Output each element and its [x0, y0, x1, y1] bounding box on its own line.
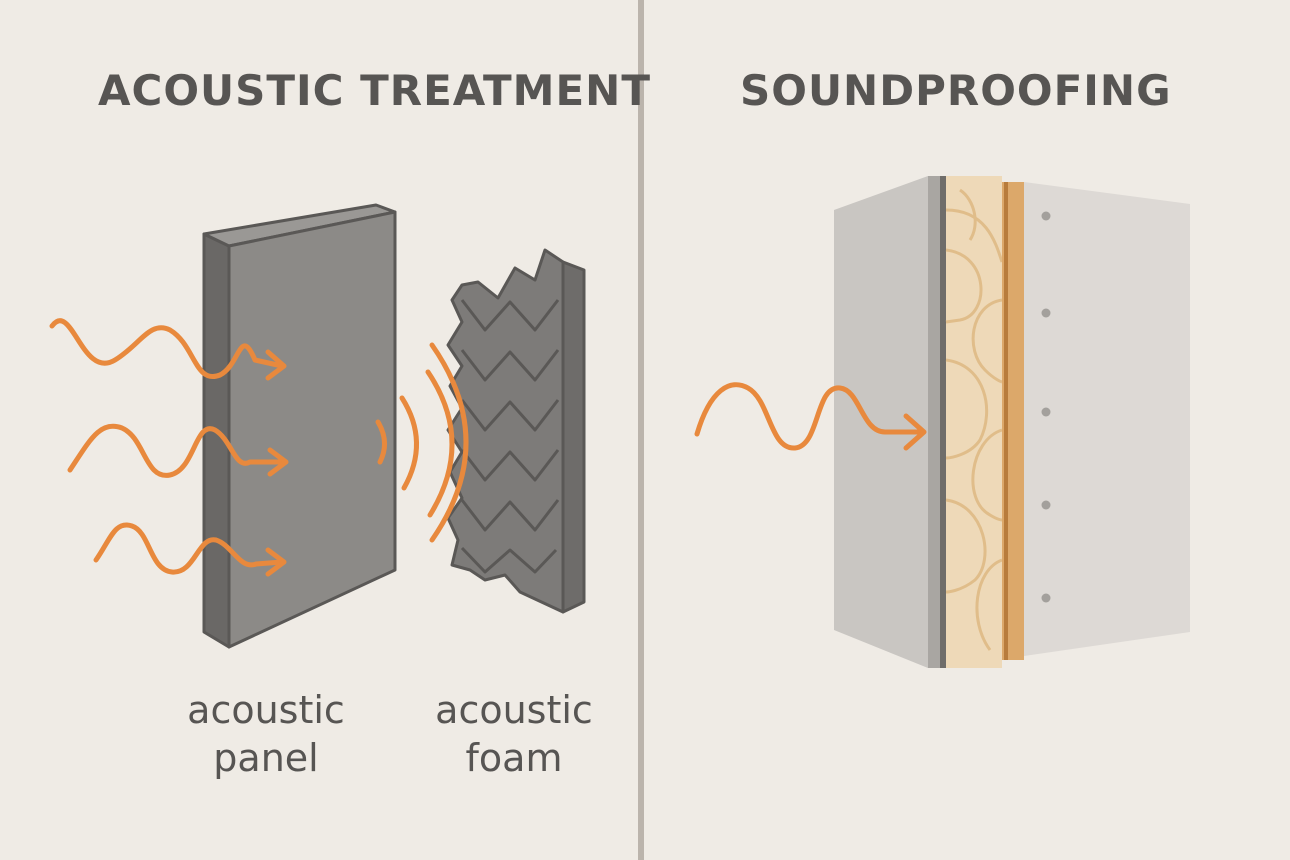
acoustic-panel-caption-line-1: acoustic	[187, 688, 345, 732]
section-divider	[638, 0, 644, 860]
acoustic-panel	[202, 203, 397, 649]
sound-wave-arrow-icon	[694, 382, 927, 451]
wall-stud-line	[1004, 182, 1008, 660]
reflection-arc-icon	[375, 342, 469, 543]
acoustic-foam-caption-line-1: acoustic	[435, 688, 593, 732]
foam-wedge-pattern	[460, 299, 560, 574]
insulation-swirls	[945, 188, 1004, 651]
acoustic-treatment-title: ACOUSTIC TREATMENT	[98, 66, 651, 115]
wall-concrete-face	[834, 176, 928, 668]
insulation-layer	[946, 176, 1002, 668]
wall-assembly	[834, 176, 1190, 668]
soundproofing-title: SOUNDPROOFING	[740, 66, 1172, 115]
acoustic-foam-side	[561, 260, 586, 614]
acoustic-foam-caption: acoustic foam	[394, 686, 634, 782]
wall-outer-layer-edge	[940, 176, 946, 668]
acoustic-foam-caption-line-2: foam	[465, 736, 563, 780]
drywall-layer	[1024, 182, 1190, 656]
acoustic-foam	[446, 248, 586, 614]
acoustic-panel-caption-line-2: panel	[213, 736, 319, 780]
drywall-screws	[1041, 211, 1051, 603]
acoustic-panel-face	[227, 210, 397, 649]
sound-wave-arrow-icon	[49, 318, 289, 577]
acoustic-panel-caption: acoustic panel	[146, 686, 386, 782]
